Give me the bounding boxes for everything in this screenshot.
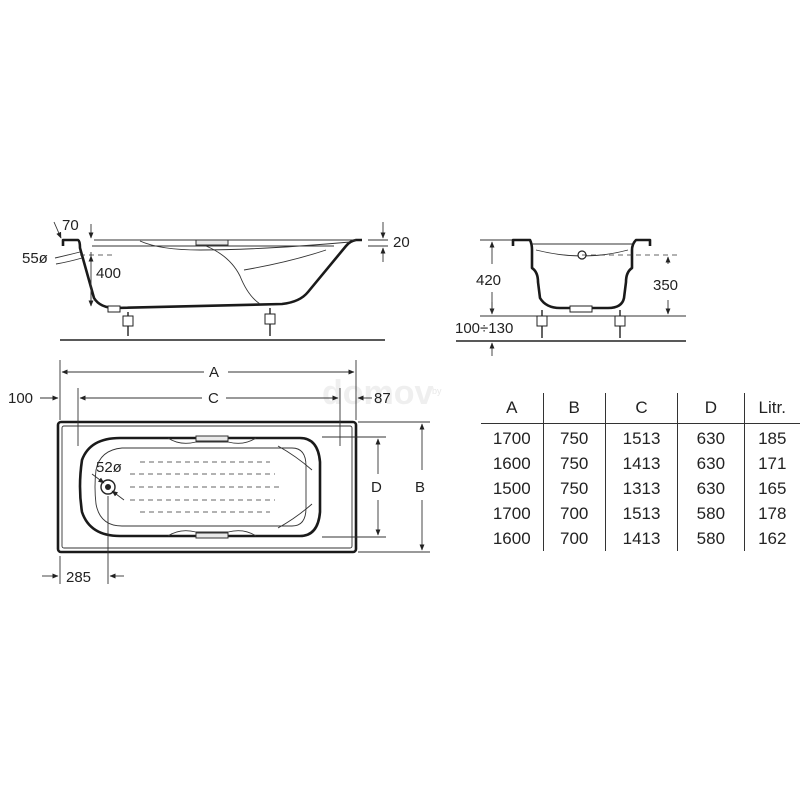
end-feet xyxy=(536,305,626,338)
dim-inner-length-c: C xyxy=(208,390,219,407)
table-cell: 1513 xyxy=(604,423,678,451)
table-cell: 165 xyxy=(743,476,800,501)
end-view: 420 350 100÷130 xyxy=(455,238,686,356)
table-cell: 700 xyxy=(542,501,606,526)
table-cell: 750 xyxy=(542,451,606,476)
plan-handle-top xyxy=(195,435,229,442)
table-cell: 1600 xyxy=(492,528,531,548)
dim-end-height: 420 xyxy=(476,272,501,289)
plan-view: 52ø A C 100 87 B D xyxy=(8,360,430,586)
plan-basin xyxy=(78,436,322,538)
table-row: 1700 700 1513 580 178 xyxy=(481,501,800,526)
table-cell: 1500 xyxy=(492,478,531,498)
table-cell: 580 xyxy=(677,501,744,526)
dim-rim-width: 70 xyxy=(62,217,79,234)
table-row: 1500 750 1313 630 165 xyxy=(481,476,800,501)
table-cell: 1413 xyxy=(604,451,678,476)
table-cell: 750 xyxy=(542,476,606,501)
table-cell: 1700 xyxy=(492,503,531,523)
dim-overflow-height: 350 xyxy=(653,277,678,294)
watermark-brand: domov xyxy=(322,374,434,412)
plan-handle-bottom xyxy=(195,532,229,539)
table-cell: 630 xyxy=(677,476,744,501)
table-cell: 750 xyxy=(542,423,606,451)
plan-outline xyxy=(56,420,358,554)
table-header-d: D xyxy=(677,393,744,424)
dim-leg-range: 100÷130 xyxy=(455,320,513,337)
table-cell: 1513 xyxy=(604,501,678,526)
table-cell: 1413 xyxy=(604,526,678,551)
dim-overflow-diameter: 55ø xyxy=(22,250,48,267)
watermark-suffix: by xyxy=(432,386,442,396)
dim-length-a: A xyxy=(209,364,219,381)
anti-slip-pattern xyxy=(130,461,280,513)
dim-width-b: B xyxy=(415,479,425,496)
dim-inner-width-d: D xyxy=(371,479,382,496)
side-feet xyxy=(107,305,276,336)
table-header-litres: Litr. xyxy=(743,393,800,424)
table-cell: 1700 xyxy=(492,428,531,448)
side-view: 70 55ø 400 20 xyxy=(22,217,410,341)
table-cell: 630 xyxy=(677,451,744,476)
table-cell: 185 xyxy=(743,423,800,451)
table-cell: 1600 xyxy=(492,453,531,473)
side-curve-top xyxy=(139,240,351,251)
table-row: 1700 750 1513 630 185 xyxy=(481,423,800,451)
dim-left-offset: 100 xyxy=(8,390,33,407)
dim-drain-diameter: 52ø xyxy=(96,459,122,476)
table-row: 1600 750 1413 630 171 xyxy=(481,451,800,476)
dimensions-table: A B C D Litr. 1700 750 1513 630 185 1600… xyxy=(481,393,800,551)
side-curve-mid xyxy=(243,249,327,271)
table-header-a: A xyxy=(506,398,518,417)
dim-drain-offset: 285 xyxy=(66,569,91,586)
side-curve-backrest xyxy=(205,245,261,305)
side-handle xyxy=(195,239,229,246)
table-cell: 1313 xyxy=(604,476,678,501)
table-cell: 171 xyxy=(743,451,800,476)
watermark: domov by xyxy=(322,374,442,412)
dim-rim-height: 20 xyxy=(393,234,410,251)
table-row: 1600 700 1413 580 162 xyxy=(481,526,800,551)
table-cell: 630 xyxy=(677,423,744,451)
table-header-c: C xyxy=(604,393,678,424)
overflow-pipe xyxy=(54,251,81,259)
table-header-b: B xyxy=(542,393,606,424)
table-cell: 162 xyxy=(743,526,800,551)
table-cell: 178 xyxy=(743,501,800,526)
table-cell: 580 xyxy=(677,526,744,551)
dim-right-offset: 87 xyxy=(374,390,391,407)
table-header-row: A B C D Litr. xyxy=(481,393,800,424)
dim-depth: 400 xyxy=(96,265,121,282)
end-view-shell xyxy=(511,238,652,310)
table-cell: 700 xyxy=(542,526,606,551)
